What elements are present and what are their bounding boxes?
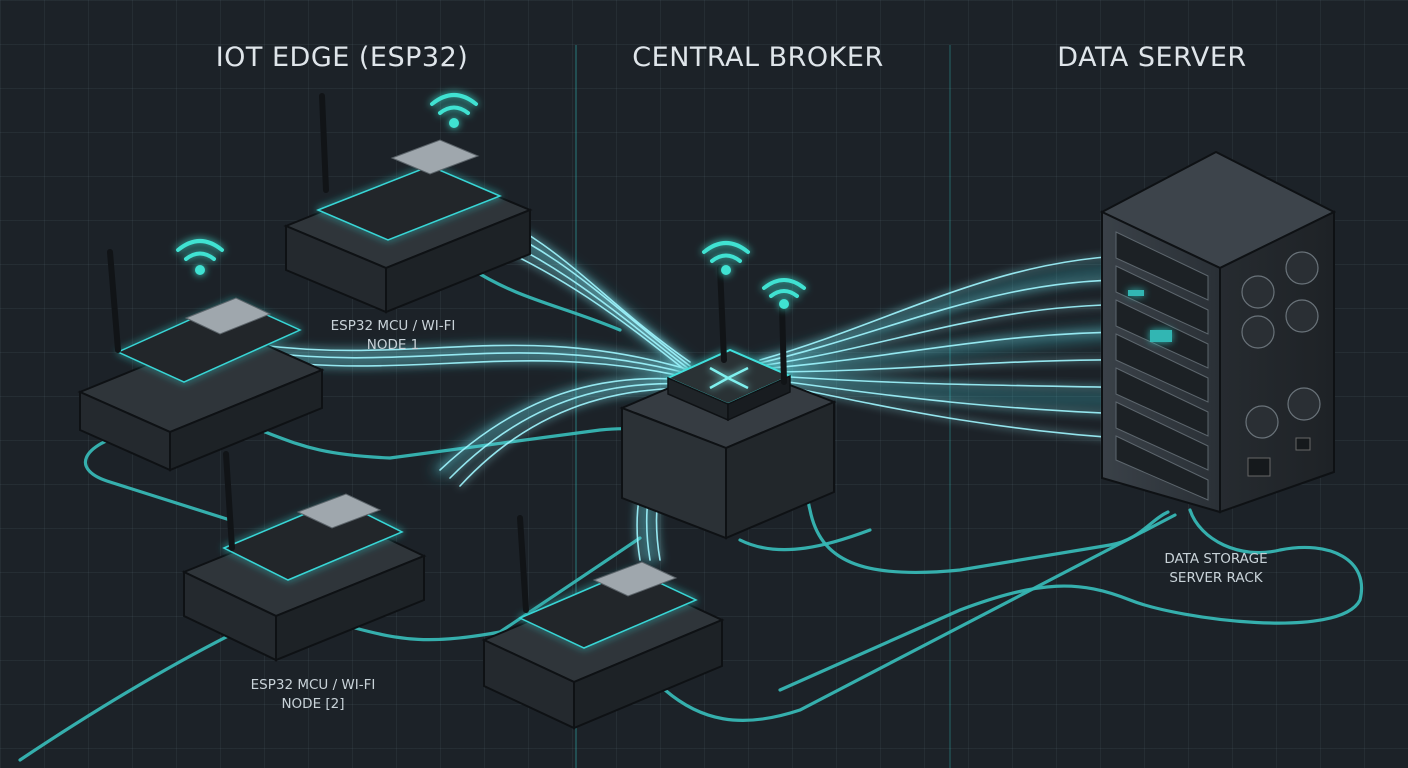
central-broker-router — [619, 241, 837, 540]
esp32-node-2 — [181, 451, 427, 662]
wifi-icon — [430, 93, 478, 128]
node-1-label-line2: NODE 1 — [366, 337, 420, 353]
section-title-data-server: DATA SERVER — [1057, 42, 1247, 73]
server-label: DATA STORAGE SERVER RACK — [1146, 550, 1286, 588]
antenna-icon — [107, 249, 121, 353]
node-2-label: ESP32 MCU / WI-FI NODE [2] — [238, 676, 388, 714]
esp32-node-bottom — [481, 515, 725, 730]
antenna-icon — [517, 515, 529, 613]
antenna-icon — [223, 451, 235, 551]
section-title-central-broker: CENTRAL BROKER — [632, 42, 884, 73]
node-2-label-line1: ESP32 MCU / WI-FI — [250, 677, 376, 693]
router-icon — [709, 366, 749, 390]
wifi-icon — [702, 241, 750, 275]
section-title-iot-edge: IOT EDGE (ESP32) — [215, 42, 469, 73]
node-1-label-line1: ESP32 MCU / WI-FI — [330, 318, 456, 334]
server-label-line1: DATA STORAGE — [1164, 551, 1268, 567]
wifi-icon — [762, 278, 806, 309]
node-1-label: ESP32 MCU / WI-FI NODE 1 — [318, 317, 468, 355]
server-label-line2: SERVER RACK — [1169, 570, 1263, 586]
antenna-icon — [717, 265, 727, 363]
server-rack — [1099, 150, 1337, 514]
antenna-icon — [319, 93, 329, 193]
node-2-label-line2: NODE [2] — [281, 696, 345, 712]
fan-icon — [1241, 251, 1321, 439]
antenna-icon — [779, 303, 787, 385]
power-switch-icon — [1247, 437, 1311, 477]
esp32-node-top — [283, 93, 533, 314]
wifi-icon — [176, 239, 224, 275]
esp32-node-1 — [77, 239, 325, 472]
